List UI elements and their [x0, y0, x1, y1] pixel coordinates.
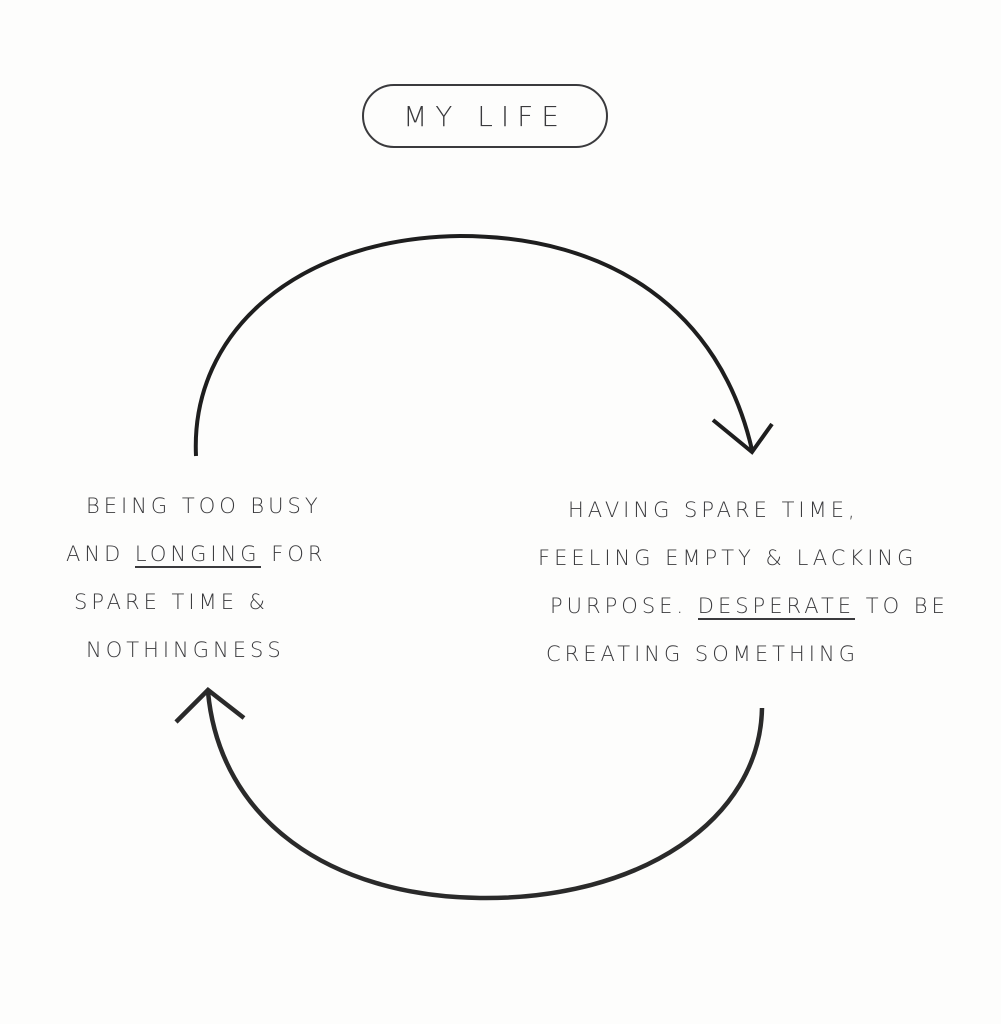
left-node-text: BEING TOO BUSY AND LONGING FOR SPARE TIM…: [66, 482, 366, 674]
right-line-3c: TO BE: [855, 594, 949, 618]
left-line-3: SPARE TIME &: [74, 590, 270, 614]
title: MY LIFE: [403, 99, 567, 133]
right-line-1: HAVING SPARE TIME,: [568, 498, 859, 522]
right-line-2: FEELING EMPTY & LACKING: [538, 546, 918, 570]
right-line-4: CREATING SOMETHING: [546, 642, 859, 666]
top-arc-arrow: [193, 233, 754, 457]
left-line-1: BEING TOO BUSY: [86, 494, 322, 518]
bottom-arc-arrow: [205, 691, 765, 901]
right-node-text: HAVING SPARE TIME, FEELING EMPTY & LACKI…: [538, 486, 968, 678]
left-underlined-word: LONGING: [134, 542, 261, 568]
left-line-2a: AND: [66, 542, 135, 566]
title-badge: MY LIFE: [362, 84, 608, 148]
right-underlined-word: DESPERATE: [697, 594, 856, 620]
left-line-4: NOTHINGNESS: [86, 638, 285, 662]
bottom-arrowhead-icon: [174, 687, 246, 724]
top-arrowhead-icon: [711, 418, 774, 455]
left-line-2c: FOR: [260, 542, 327, 566]
right-line-3a: PURPOSE.: [550, 594, 698, 618]
